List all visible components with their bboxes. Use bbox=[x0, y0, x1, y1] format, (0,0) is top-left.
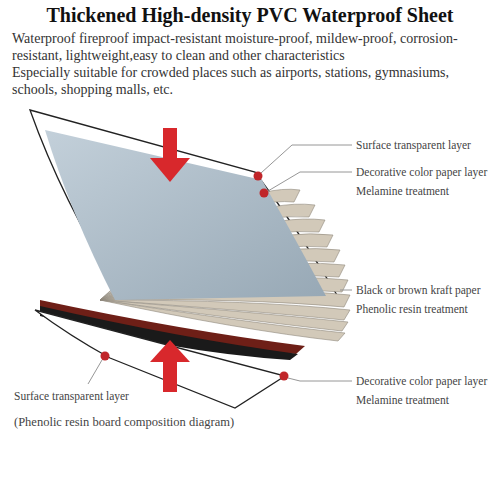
leader-lines bbox=[88, 145, 352, 384]
layer-label: Surface transparent layer bbox=[14, 389, 129, 403]
layer-label: Decorative color paper layer bbox=[356, 374, 487, 388]
layer-label: Decorative color paper layer bbox=[356, 165, 487, 179]
title-text: Thickened High-density PVC Waterproof Sh… bbox=[46, 4, 453, 27]
pressure-arrows bbox=[150, 128, 190, 392]
top-transparent-sheet bbox=[30, 110, 340, 300]
caption-text: (Phenolic resin board composition diagra… bbox=[14, 415, 234, 429]
treatment-label: Phenolic resin treatment bbox=[356, 302, 468, 316]
treatment-label: Melamine treatment bbox=[356, 393, 449, 407]
layer-label: Black or brown kraft paper bbox=[356, 283, 481, 297]
callout-dots bbox=[101, 172, 289, 381]
description-text: Especially suitable for crowded places s… bbox=[12, 64, 492, 98]
treatment-label: Melamine treatment bbox=[356, 184, 449, 198]
decorative-paper-layer bbox=[45, 130, 326, 300]
description-text: Waterproof fireproof impact-resistant mo… bbox=[12, 30, 492, 64]
layer-label: Surface transparent layer bbox=[356, 138, 471, 152]
